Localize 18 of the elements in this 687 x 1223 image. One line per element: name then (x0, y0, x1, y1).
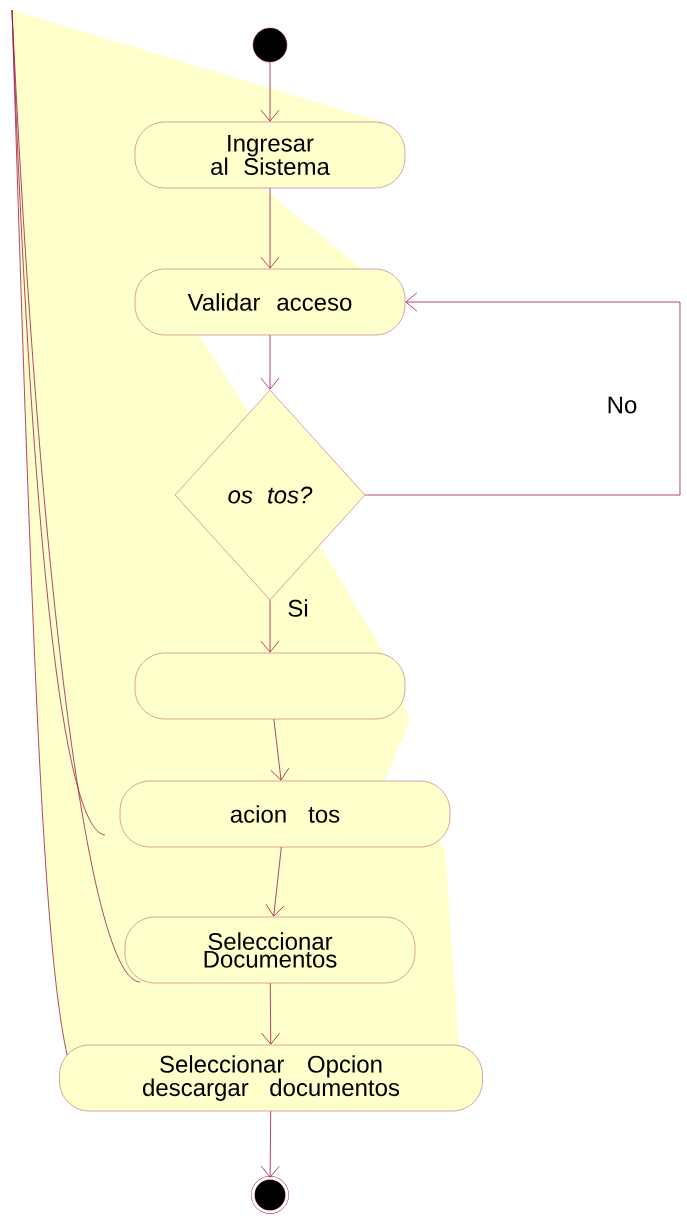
activity-box (134, 652, 406, 720)
arrow (260, 599, 280, 653)
arrow (261, 982, 281, 1045)
arrow (260, 61, 280, 122)
edge-label: No (604, 394, 640, 416)
arrow (260, 334, 280, 390)
arrow (270, 718, 290, 781)
start-node (252, 27, 288, 63)
activity-box: Validar acceso (134, 268, 406, 336)
arrow (265, 846, 285, 917)
arrow (260, 1110, 280, 1178)
arrow (364, 292, 681, 496)
activity-box: Seleccionar Documentos (124, 916, 416, 984)
end-node (251, 1176, 289, 1214)
activity-box: Ingresar al Sistema (134, 121, 406, 189)
arrow (260, 187, 280, 269)
activity-box: Seleccionar Opcion descargar documentos (59, 1044, 483, 1112)
activity-box: acion tos (119, 780, 451, 848)
